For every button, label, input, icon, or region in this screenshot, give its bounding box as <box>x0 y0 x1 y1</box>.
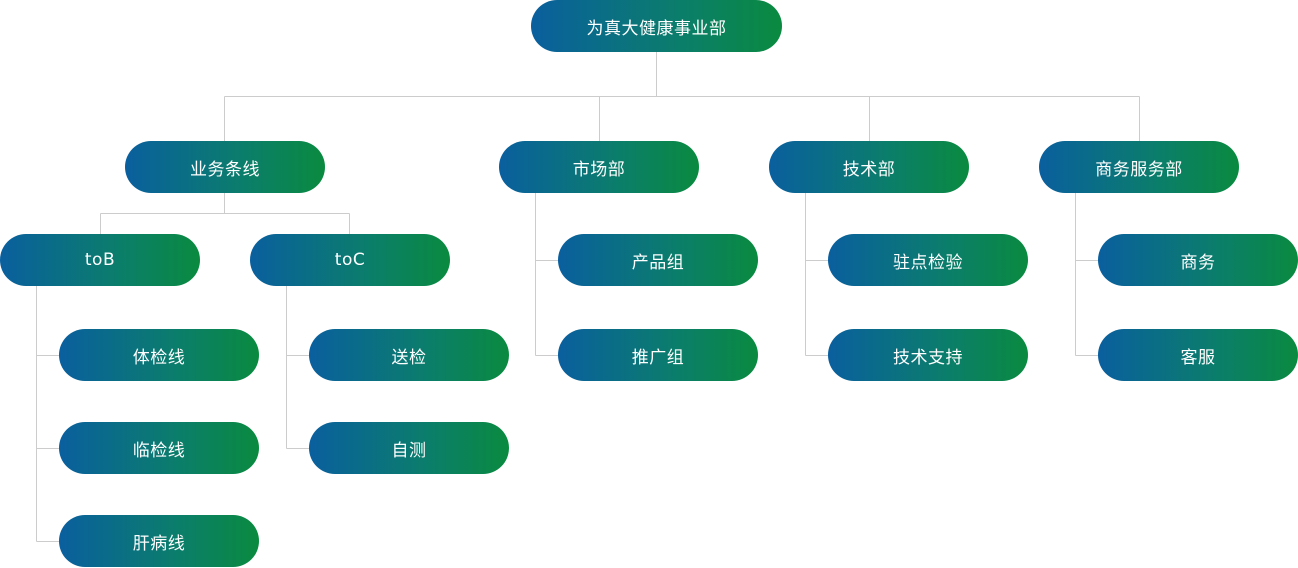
node-tob-item-physical-exam: 体检线 <box>59 329 259 381</box>
node-marketing-item-product: 产品组 <box>558 234 758 286</box>
node-tech-item-onsite: 驻点检验 <box>828 234 1028 286</box>
node-business-line: 业务条线 <box>125 141 325 193</box>
node-tob-item-clinical: 临检线 <box>59 422 259 474</box>
node-toc: toC <box>250 234 450 286</box>
node-commerce-item-customer-service: 客服 <box>1098 329 1298 381</box>
node-toc-item-sample-delivery: 送检 <box>309 329 509 381</box>
node-commerce-item-business: 商务 <box>1098 234 1298 286</box>
node-marketing-item-promotion: 推广组 <box>558 329 758 381</box>
node-tech-dept: 技术部 <box>769 141 969 193</box>
node-tech-item-support: 技术支持 <box>828 329 1028 381</box>
node-commerce-dept: 商务服务部 <box>1039 141 1239 193</box>
node-tob: toB <box>0 234 200 286</box>
node-toc-item-self-test: 自测 <box>309 422 509 474</box>
node-marketing-dept: 市场部 <box>499 141 699 193</box>
node-root: 为真大健康事业部 <box>531 0 782 52</box>
node-tob-item-liver: 肝病线 <box>59 515 259 567</box>
